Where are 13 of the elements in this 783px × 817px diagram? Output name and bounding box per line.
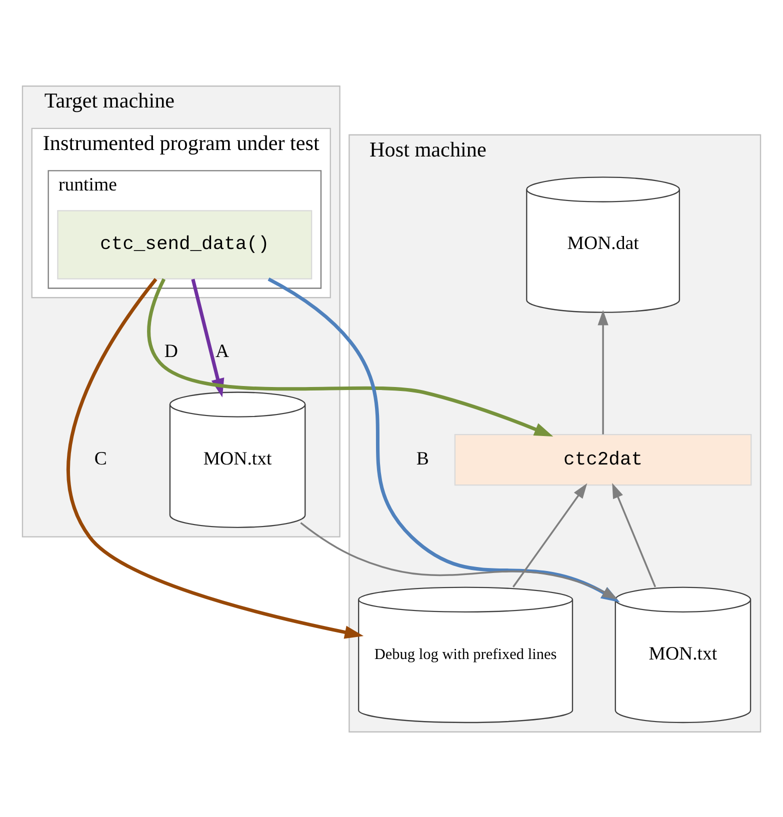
arrow bbox=[512, 482, 588, 587]
edge-label: A bbox=[215, 340, 230, 362]
node-box: ctc2dat bbox=[454, 433, 752, 486]
edge-label: C bbox=[94, 448, 107, 469]
arrow bbox=[66, 278, 364, 638]
arrow bbox=[300, 522, 618, 599]
edge-label: D bbox=[164, 340, 178, 362]
arrow bbox=[147, 278, 554, 436]
node-box: ctc_send_data() bbox=[57, 210, 312, 279]
arrow bbox=[598, 309, 608, 434]
arrow bbox=[612, 482, 656, 587]
arrow bbox=[268, 277, 620, 602]
edge-label: B bbox=[416, 448, 429, 469]
